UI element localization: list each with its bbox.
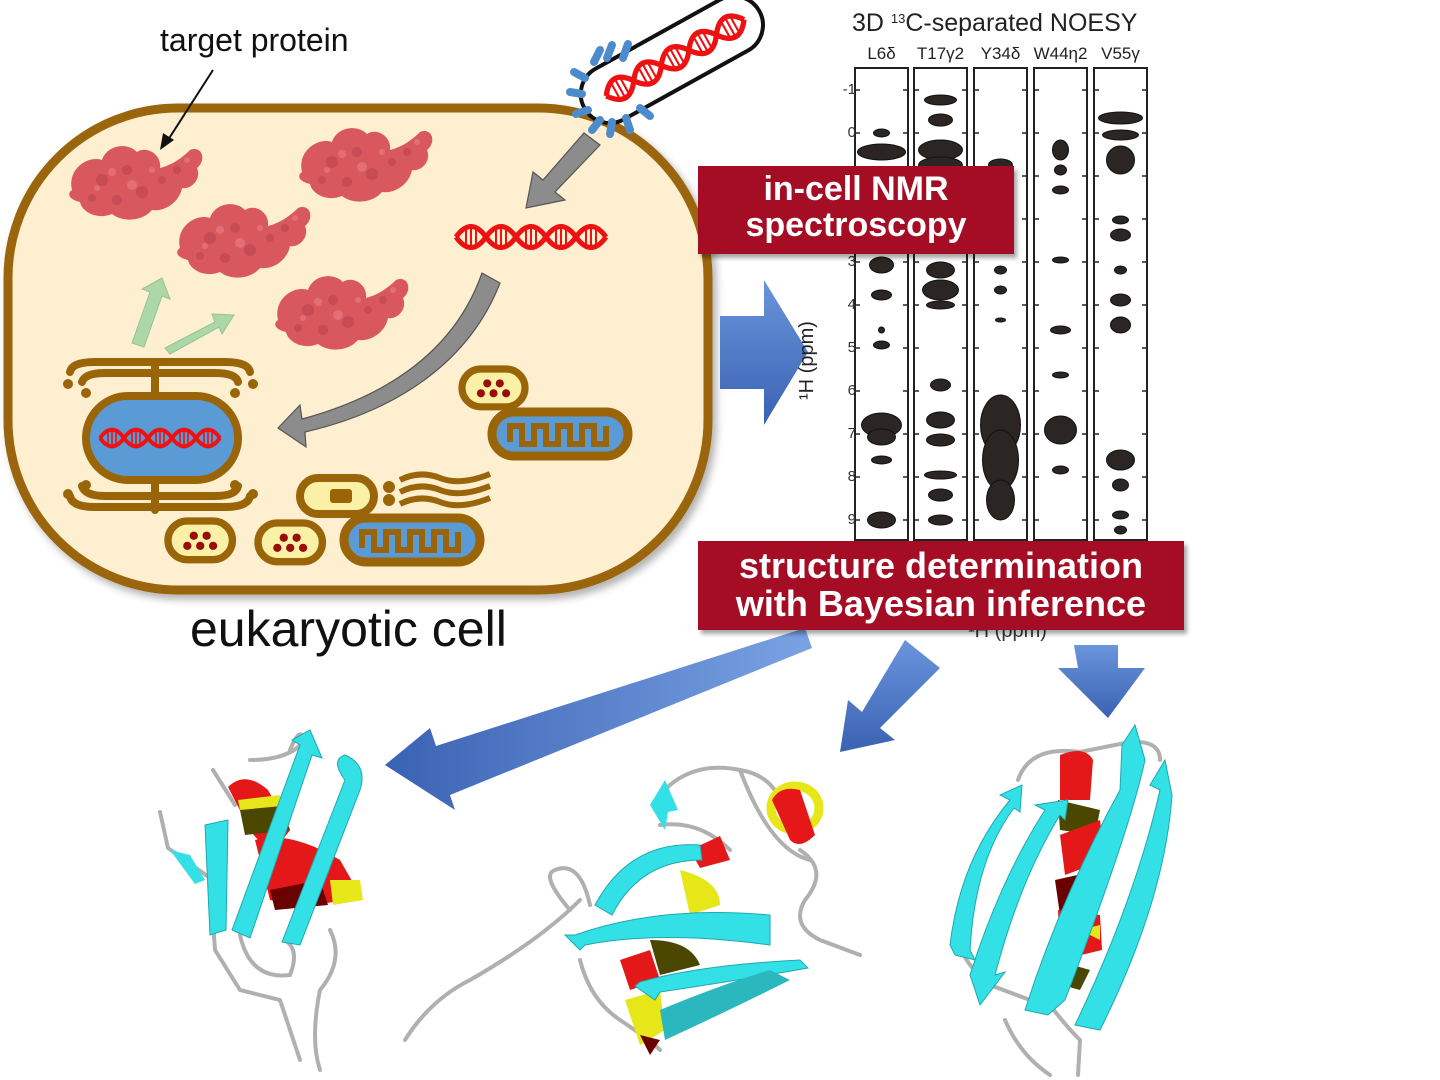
target-protein-pointer-arrow bbox=[160, 69, 214, 150]
lysosome bbox=[296, 474, 378, 518]
noe-peak bbox=[867, 428, 896, 446]
noe-peak bbox=[930, 378, 951, 392]
noe-peak bbox=[928, 113, 953, 127]
target-protein-label: target protein bbox=[160, 22, 349, 58]
structure-banner-line-1: structure determination bbox=[738, 545, 1144, 586]
noesy-spectrum bbox=[854, 67, 1148, 541]
noe-peak bbox=[867, 511, 896, 529]
y-tick-label: 9 bbox=[847, 511, 856, 528]
strip-label: T17γ2 bbox=[916, 44, 965, 63]
noe-peak bbox=[857, 143, 906, 161]
noe-peak bbox=[924, 94, 957, 106]
noe-peak bbox=[878, 326, 885, 334]
noe-peak bbox=[1098, 111, 1143, 125]
strip-label: W44η2 bbox=[1033, 44, 1088, 63]
noe-peak bbox=[995, 317, 1006, 323]
noe-peak bbox=[871, 455, 892, 465]
strip-label: Y34δ bbox=[980, 44, 1021, 63]
noe-peak bbox=[1110, 293, 1131, 307]
structure-model-3 bbox=[949, 723, 1173, 1077]
nmr-banner-line-1: in-cell NMR bbox=[763, 170, 949, 208]
noe-peak bbox=[1054, 164, 1067, 176]
noe-peak bbox=[922, 279, 959, 301]
flow-arrow-to-model-1-icon bbox=[385, 628, 812, 810]
noe-peak bbox=[1052, 371, 1069, 379]
structure-model-1 bbox=[158, 729, 363, 1072]
noe-peak bbox=[926, 433, 955, 447]
noe-peak bbox=[873, 128, 890, 138]
noe-peak bbox=[873, 340, 890, 350]
transfection-arrow-icon bbox=[525, 132, 601, 209]
y-tick-label: 8 bbox=[847, 468, 856, 485]
vesicle-1 bbox=[462, 369, 525, 407]
spectrum-title-prefix: 3D bbox=[852, 9, 891, 37]
spectrum-title-suffix: C-separated NOESY bbox=[905, 9, 1138, 37]
noe-peak bbox=[926, 411, 955, 429]
nucleus bbox=[63, 358, 258, 514]
noe-peak bbox=[1112, 478, 1129, 492]
noe-peak bbox=[1112, 215, 1129, 225]
noe-peak bbox=[994, 285, 1007, 295]
noe-peak bbox=[986, 479, 1015, 521]
spectrum-title-isotope: 13 bbox=[890, 11, 906, 26]
eukaryotic-cell-label: eukaryotic cell bbox=[190, 601, 507, 657]
y-tick-label: 3 bbox=[847, 253, 856, 270]
mitochondrion-1 bbox=[492, 412, 628, 456]
noe-peak bbox=[924, 470, 957, 480]
nmr-banner: in-cell NMR spectroscopy bbox=[698, 166, 1014, 254]
spectrum-title: 3D 13C-separated NOESY bbox=[852, 9, 1137, 38]
noe-peak bbox=[1050, 325, 1071, 335]
noe-peak bbox=[1114, 525, 1127, 535]
flow-arrow-to-nmr-icon bbox=[720, 280, 808, 425]
noe-peak bbox=[1110, 316, 1131, 334]
noe-peak bbox=[1052, 185, 1069, 195]
structure-banner: structure determination with Bayesian in… bbox=[698, 541, 1184, 630]
noe-peak bbox=[1052, 256, 1069, 264]
spectrum-strip bbox=[854, 67, 909, 541]
y-tick-label: 6 bbox=[847, 382, 856, 399]
y-tick-label: 7 bbox=[847, 425, 856, 442]
noe-peak bbox=[871, 289, 892, 301]
vesicle-2 bbox=[168, 521, 232, 560]
noe-peak bbox=[926, 261, 955, 279]
y-tick-label: 4 bbox=[847, 296, 856, 313]
plasmid-vector bbox=[566, 0, 765, 138]
noe-peak bbox=[1102, 129, 1139, 141]
noe-peak bbox=[926, 300, 955, 310]
noe-peak bbox=[1106, 449, 1135, 471]
noe-peak bbox=[1112, 510, 1129, 520]
noe-peak bbox=[1114, 265, 1127, 275]
structure-model-2 bbox=[403, 765, 862, 1055]
noe-peak bbox=[1106, 145, 1135, 175]
translation-arrow-icon bbox=[131, 277, 235, 355]
mitochondrion-2 bbox=[344, 518, 480, 562]
noe-peak bbox=[928, 514, 953, 526]
noe-peak bbox=[1044, 415, 1077, 445]
spectrum-strip bbox=[1033, 67, 1088, 541]
strip-label: V55γ bbox=[1101, 44, 1140, 63]
golgi bbox=[383, 471, 492, 509]
flow-arrow-to-model-3-icon bbox=[1058, 645, 1145, 718]
nuclear-import-arrow-icon bbox=[277, 272, 501, 449]
nmr-banner-line-2: spectroscopy bbox=[745, 205, 967, 244]
structure-banner-line-2: with Bayesian inference bbox=[735, 582, 1147, 624]
noe-peak bbox=[928, 488, 953, 502]
noe-peak bbox=[994, 265, 1007, 275]
flow-arrow-to-model-2-icon bbox=[840, 640, 940, 752]
y-tick-label: 0 bbox=[847, 124, 856, 141]
y-tick-label: 5 bbox=[847, 339, 856, 356]
noe-peak bbox=[1052, 465, 1069, 475]
y-tick-label: -1 bbox=[842, 81, 856, 98]
noe-peak bbox=[869, 256, 894, 274]
vesicle-3 bbox=[258, 523, 322, 562]
noe-peak bbox=[1110, 228, 1131, 242]
strip-label: L6δ bbox=[867, 44, 896, 63]
noe-peak bbox=[1052, 139, 1069, 161]
y-axis-label: ¹H (ppm) bbox=[796, 321, 818, 400]
